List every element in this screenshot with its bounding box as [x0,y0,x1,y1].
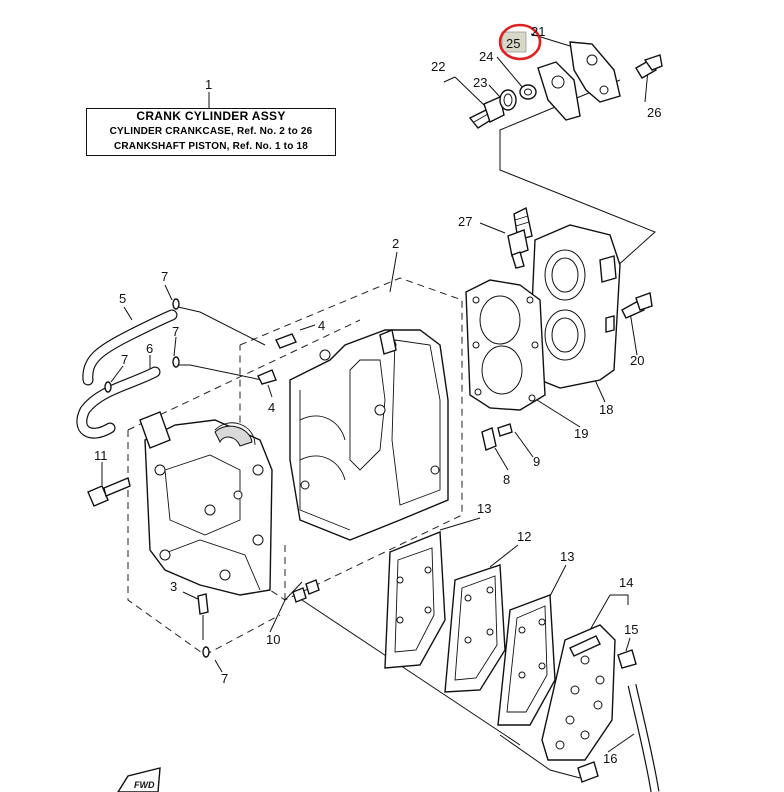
callout-7b[interactable]: 7 [172,324,179,339]
part-10-dowels [292,579,320,603]
part-13-gasket-left [384,530,446,669]
part-27-spark-plug [507,206,533,269]
callout-15[interactable]: 15 [624,622,638,637]
assembly-note-line-2: CRANKSHAFT PISTON, Ref. No. 1 to 18 [113,141,309,152]
callout-7a[interactable]: 7 [161,269,168,284]
part-24-washer [519,84,537,100]
callout-13a[interactable]: 13 [477,501,491,516]
part-5-hose [82,309,178,386]
part-8-anode [481,427,497,451]
part-19-head-gasket [465,279,546,411]
callout-25[interactable]: 25 [506,36,520,51]
part-18-cylinder-head [529,224,621,389]
fwd-direction-mark: FWD [117,767,161,792]
callout-13b[interactable]: 13 [560,549,574,564]
callout-18[interactable]: 18 [599,402,613,417]
callout-14[interactable]: 14 [619,575,633,590]
part-22-thermostat-fitting [468,96,505,129]
cover-bolt [577,761,599,783]
callout-6[interactable]: 6 [146,341,153,356]
part-21-cover [569,41,621,103]
part-26-bolt [635,54,663,79]
highlight-ref-25 [498,23,542,61]
highlight-ring [498,23,542,61]
assembly-note-line-1: CYLINDER CRANKCASE, Ref. No. 2 to 26 [109,126,313,137]
callout-5[interactable]: 5 [119,291,126,306]
part-11-bolt [87,477,131,507]
callout-27[interactable]: 27 [458,214,472,229]
part-12-exhaust-plate [444,564,506,693]
callout-numbers: 1 2 3 4 4 5 6 7 7 7 7 8 9 10 11 12 13 13… [94,24,661,766]
callout-16[interactable]: 16 [603,751,617,766]
part-3-bolt [197,593,209,615]
part-23-gasket-ring [499,89,517,111]
assembly-note-box: CRANK CYLINDER ASSY CYLINDER CRANKCASE, … [86,108,336,156]
part-14-exhaust-cover [541,624,616,761]
part-4-fittings [257,333,297,385]
callout-9[interactable]: 9 [533,454,540,469]
callout-24[interactable]: 24 [479,49,493,64]
crankcase-half [139,411,273,596]
callout-21[interactable]: 21 [531,24,545,39]
callout-2[interactable]: 2 [392,236,399,251]
part-6-hose [76,366,161,439]
assembly-dashed-outlines [127,277,463,656]
part-7-clips [104,298,210,658]
part-25-gasket [537,61,581,121]
part-9-screw [497,423,513,437]
part-15-fitting [617,649,637,669]
part-16-hose [627,683,660,792]
fwd-label: FWD [134,780,155,790]
part-13-gasket-right [497,594,556,726]
callout-1[interactable]: 1 [205,77,212,92]
callout-7c[interactable]: 7 [121,352,128,367]
callout-3[interactable]: 3 [170,579,177,594]
callout-10[interactable]: 10 [266,632,280,647]
callout-7d[interactable]: 7 [221,671,228,686]
callout-4b[interactable]: 4 [268,400,275,415]
callout-23[interactable]: 23 [473,75,487,90]
callout-11[interactable]: 11 [94,448,108,463]
callout-19[interactable]: 19 [574,426,588,441]
assembly-note-title: CRANK CYLINDER ASSY [136,109,286,123]
callout-4a[interactable]: 4 [318,318,325,333]
callout-22[interactable]: 22 [431,59,445,74]
highlight-fill [501,31,527,53]
callout-8[interactable]: 8 [503,472,510,487]
part-2-cylinder-crankcase [289,329,449,541]
callout-12[interactable]: 12 [517,529,531,544]
callout-20[interactable]: 20 [630,353,644,368]
part-20-bolt [621,292,653,319]
callout-26[interactable]: 26 [647,105,661,120]
